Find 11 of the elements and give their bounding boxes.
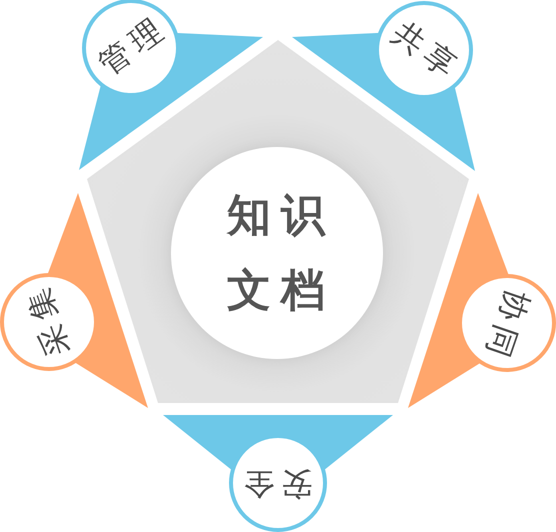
circle-label: 共享 — [384, 14, 467, 87]
center-title: 知识文档 — [226, 189, 336, 318]
circle-callout — [163, 415, 393, 532]
circle-label: 协同 — [478, 284, 536, 368]
circle-label: 管理 — [91, 11, 174, 84]
circle-callout — [79, 0, 263, 170]
circle-callout — [292, 1, 475, 171]
circle-callout — [0, 193, 148, 408]
circle-callout — [408, 193, 556, 408]
circle-label: 采集 — [20, 278, 78, 363]
circle-label: 安全 — [236, 468, 314, 498]
